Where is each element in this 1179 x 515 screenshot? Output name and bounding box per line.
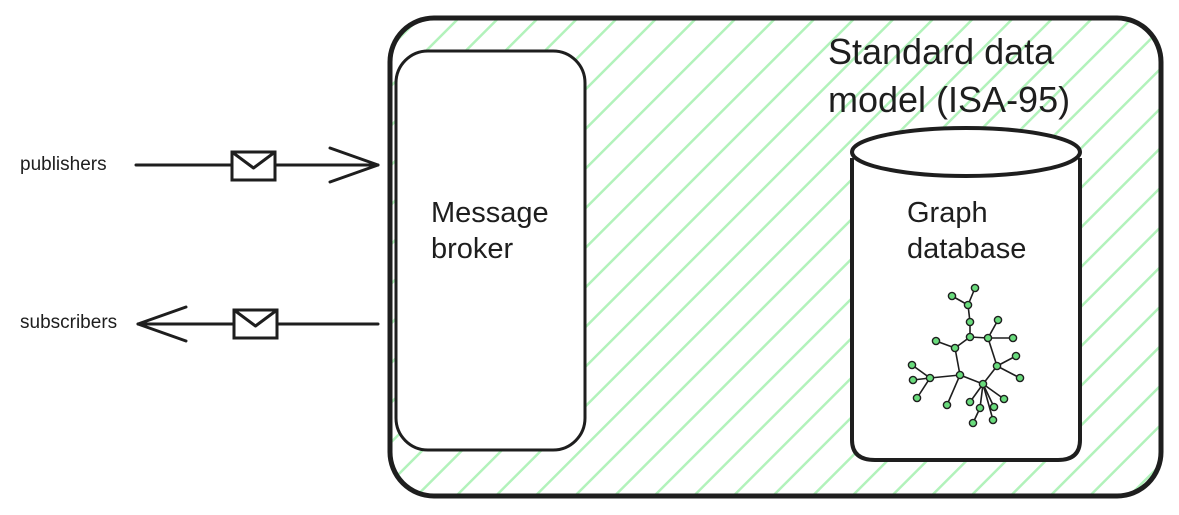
database-label-line1: Graph <box>907 197 988 229</box>
graph-database-cylinder: Graph database <box>850 126 1082 462</box>
container-title-line2: model (ISA-95) <box>828 79 1070 120</box>
broker-label-line2: broker <box>431 233 514 265</box>
message-broker-box: Message broker <box>394 49 587 452</box>
publishers-arrowhead <box>328 146 380 184</box>
container-title-line1: Standard data <box>828 31 1055 72</box>
envelope-icon <box>232 308 279 340</box>
publishers-flow: publishers <box>20 146 380 184</box>
publishers-label: publishers <box>20 154 107 175</box>
subscribers-label: subscribers <box>20 312 117 333</box>
subscribers-flow: subscribers <box>20 305 380 343</box>
envelope-icon <box>230 150 277 182</box>
graph-network-icon <box>907 283 1025 428</box>
subscribers-arrowhead <box>136 305 188 343</box>
database-label-line2: database <box>907 233 1026 265</box>
broker-label-line1: Message <box>431 197 549 229</box>
